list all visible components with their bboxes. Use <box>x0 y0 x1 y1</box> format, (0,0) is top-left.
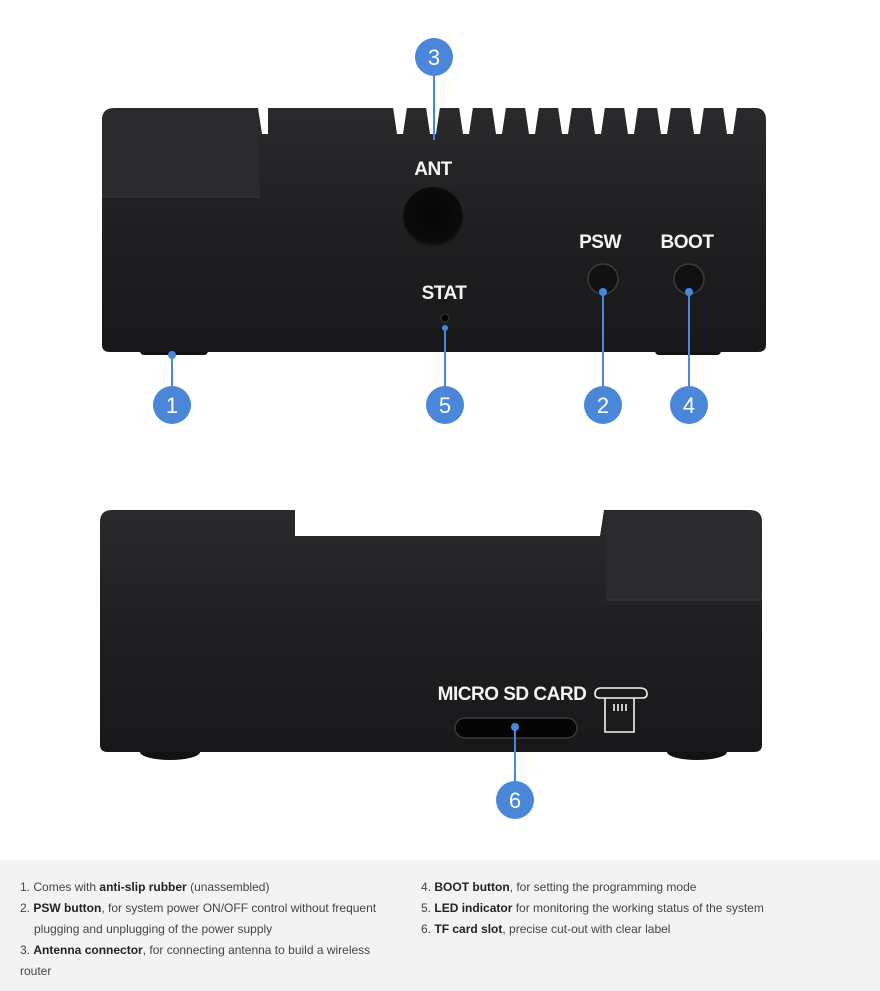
callout-4: 4 <box>670 288 708 424</box>
svg-text:4: 4 <box>683 393 695 418</box>
vent-notch <box>558 107 572 134</box>
vent-notch <box>657 107 671 134</box>
svg-text:1: 1 <box>166 393 178 418</box>
legend-item-4: 4. BOOT button, for setting the programm… <box>421 880 697 894</box>
back-case-side-block <box>606 514 762 600</box>
legend-item-5: 5. LED indicator for monitoring the work… <box>421 901 764 915</box>
legend-column-right: 4. BOOT button, for setting the programm… <box>421 877 861 940</box>
vent-notch <box>395 509 409 536</box>
svg-text:3: 3 <box>428 45 440 70</box>
vent-notch <box>393 107 407 134</box>
micro-sd-label: MICRO SD CARD <box>438 684 587 705</box>
front-case-side-block <box>102 112 260 197</box>
svg-text:6: 6 <box>509 788 521 813</box>
legend-item-1: 1. Comes with anti-slip rubber (unassemb… <box>20 880 270 894</box>
vent-notch <box>365 509 379 536</box>
back-vent-fins <box>305 509 589 536</box>
callout-3: 3 <box>415 38 453 140</box>
vent-notch <box>690 107 704 134</box>
status-led <box>440 313 450 323</box>
svg-text:2: 2 <box>597 393 609 418</box>
vent-notch <box>335 509 349 536</box>
vent-notch <box>492 107 506 134</box>
callout-6: 6 <box>496 723 534 819</box>
legend-column-left: 1. Comes with anti-slip rubber (unassemb… <box>20 877 400 982</box>
legend-panel: 1. Comes with anti-slip rubber (unassemb… <box>0 860 880 991</box>
vent-notch <box>485 509 499 536</box>
svg-text:5: 5 <box>439 393 451 418</box>
boot-label: BOOT <box>661 232 715 253</box>
vent-notch <box>624 107 638 134</box>
front-vent-fins <box>393 107 737 134</box>
legend-item-6: 6. TF card slot, precise cut-out with cl… <box>421 922 671 936</box>
vent-notch <box>425 509 439 536</box>
back-case-body <box>100 510 762 752</box>
sd-card-icon <box>594 687 648 733</box>
device-illustration: ANT STAT PSW BOOT 3 1 5 2 <box>100 38 766 819</box>
vent-notch <box>515 509 529 536</box>
callout-1: 1 <box>153 351 191 424</box>
status-led-label: STAT <box>422 283 468 304</box>
vent-notch <box>525 107 539 134</box>
antenna-connector-hole <box>403 187 463 247</box>
antenna-label: ANT <box>414 159 452 180</box>
vent-notch <box>545 509 559 536</box>
vent-notch <box>723 107 737 134</box>
vent-notch <box>459 107 473 134</box>
legend-item-3: 3. Antenna connector, for connecting ant… <box>20 943 371 978</box>
vent-notch <box>455 509 469 536</box>
callout-2: 2 <box>584 288 622 424</box>
vent-notch <box>591 107 605 134</box>
back-view: MICRO SD CARD 6 <box>100 509 762 819</box>
vent-notch <box>575 509 589 536</box>
callout-5: 5 <box>426 325 464 424</box>
front-view: ANT STAT PSW BOOT 3 1 5 2 <box>102 38 766 424</box>
power-switch-label: PSW <box>579 232 621 253</box>
vent-notch <box>305 509 319 536</box>
legend-item-2: 2. PSW button, for system power ON/OFF c… <box>20 901 377 936</box>
